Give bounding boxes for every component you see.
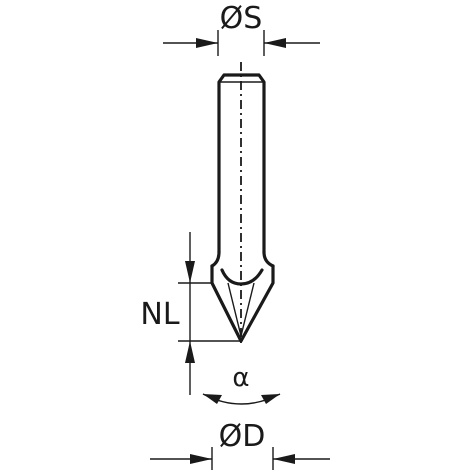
cutting-facet bbox=[220, 268, 264, 286]
shank-arrow-right bbox=[264, 38, 286, 48]
facet-line-left bbox=[227, 282, 242, 337]
d-arrow-left bbox=[190, 454, 212, 464]
shank-arrow-left bbox=[196, 38, 218, 48]
shank-diameter-dimension: ØS bbox=[163, 1, 320, 56]
cutting-diameter-dimension: ØD bbox=[150, 419, 330, 470]
cutting-length-label: NL bbox=[140, 297, 179, 332]
angle-dimension: α bbox=[202, 363, 281, 405]
angle-label: α bbox=[232, 363, 249, 393]
d-arrow-right bbox=[273, 454, 295, 464]
head-shoulder bbox=[210, 250, 275, 268]
facet-line-right bbox=[240, 282, 255, 337]
angle-arrow-right bbox=[261, 394, 280, 404]
cutter-body bbox=[210, 62, 275, 346]
shank-diameter-label: ØS bbox=[220, 1, 263, 36]
cutting-diameter-label: ØD bbox=[219, 419, 266, 454]
cutting-length-dimension: NL bbox=[140, 232, 241, 395]
nl-arrow-bottom bbox=[185, 341, 195, 363]
nl-arrow-top bbox=[185, 261, 195, 283]
angle-arrow-left bbox=[203, 394, 222, 404]
